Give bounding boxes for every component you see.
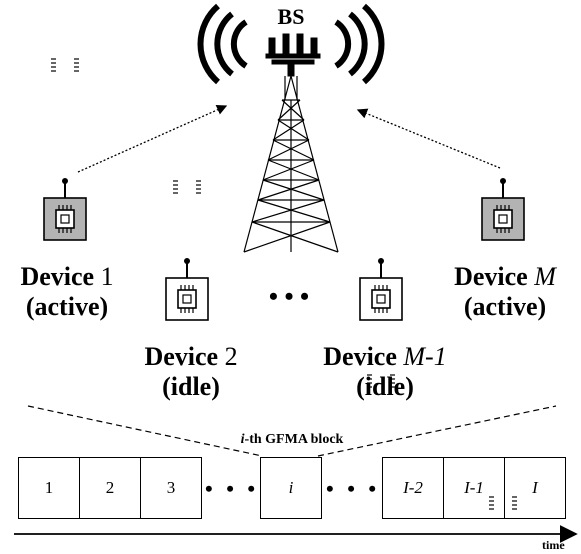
- block-i-minus-1: I-1: [443, 457, 505, 519]
- uplink-arrow-device-1: [77, 104, 228, 173]
- gfma-block-label: i-th GFMA block: [240, 432, 344, 447]
- device-label-1: Device 1 (active): [20, 262, 114, 321]
- device-label-m-1: Device M-1 (idle): [323, 342, 447, 401]
- block-i-last: I: [504, 457, 566, 519]
- zoom-line-right: [317, 405, 557, 457]
- block-3: 3: [140, 457, 202, 519]
- device-label-2: Device 2 (idle): [144, 342, 238, 401]
- device-m-1-chip-icon: [359, 258, 403, 388]
- block-1: 1: [18, 457, 80, 519]
- block-2: 2: [79, 457, 141, 519]
- block-i-minus-2: I-2: [382, 457, 444, 519]
- antenna-icon: [265, 33, 321, 77]
- uplink-arrow-device-m: [356, 108, 501, 169]
- device-m-chip-icon: [481, 178, 525, 510]
- device-label-m: Device M (active): [454, 262, 556, 321]
- device-1-chip-icon: [43, 58, 87, 241]
- time-label: time: [542, 538, 565, 552]
- base-station-label: BS: [277, 4, 305, 29]
- block-i: i: [260, 457, 322, 519]
- device-2-chip-icon: [165, 180, 209, 321]
- zoom-line-left: [27, 405, 263, 457]
- radio-waves-icon: [197, 3, 385, 85]
- blocks-ellipsis-right: • • •: [326, 476, 381, 501]
- blocks-ellipsis-left: • • •: [205, 476, 260, 501]
- device-ellipsis: • • •: [268, 282, 310, 311]
- tower-icon: [243, 75, 339, 253]
